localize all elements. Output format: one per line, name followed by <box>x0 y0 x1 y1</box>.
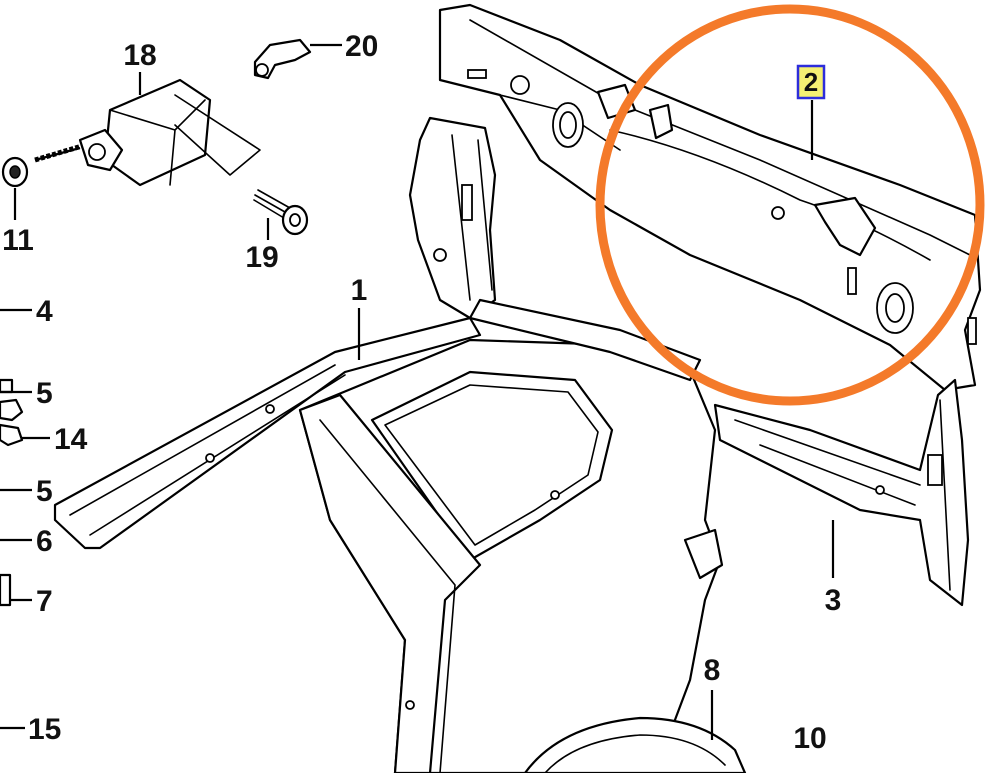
left-small-parts <box>0 378 24 607</box>
callout-1: 1 <box>351 274 368 307</box>
callout-5b: 5 <box>36 475 53 508</box>
callout-8: 8 <box>704 654 721 687</box>
inner-pillar <box>408 116 702 382</box>
callout-6: 6 <box>36 525 53 558</box>
callout-18: 18 <box>123 39 156 72</box>
highlight-circle <box>595 4 985 406</box>
callout-4: 4 <box>36 295 53 328</box>
callout-15: 15 <box>28 713 61 746</box>
callout-10: 10 <box>793 722 826 755</box>
part-1-side-panel <box>53 316 747 773</box>
part-19-screw <box>253 189 309 236</box>
part-18-actuator <box>34 78 261 187</box>
callout-11: 11 <box>2 224 34 257</box>
callout-numbers: 1 3 4 5 5 6 7 8 10 11 14 15 18 19 20 <box>2 30 841 755</box>
callout-19: 19 <box>245 241 278 274</box>
part-2-highlight-label: 2 <box>796 64 826 100</box>
callout-3: 3 <box>825 584 842 617</box>
callout-7: 7 <box>36 585 53 618</box>
leader-lines <box>0 43 835 740</box>
part-3-lower-member <box>713 378 970 607</box>
callout-20: 20 <box>345 30 378 63</box>
part-2-label: 2 <box>804 67 818 97</box>
part-2-rear-panel <box>438 3 982 392</box>
part-11-grommet <box>1 156 29 188</box>
part-20-clip <box>253 38 312 80</box>
callout-14: 14 <box>54 423 88 456</box>
callout-5a: 5 <box>36 377 53 410</box>
